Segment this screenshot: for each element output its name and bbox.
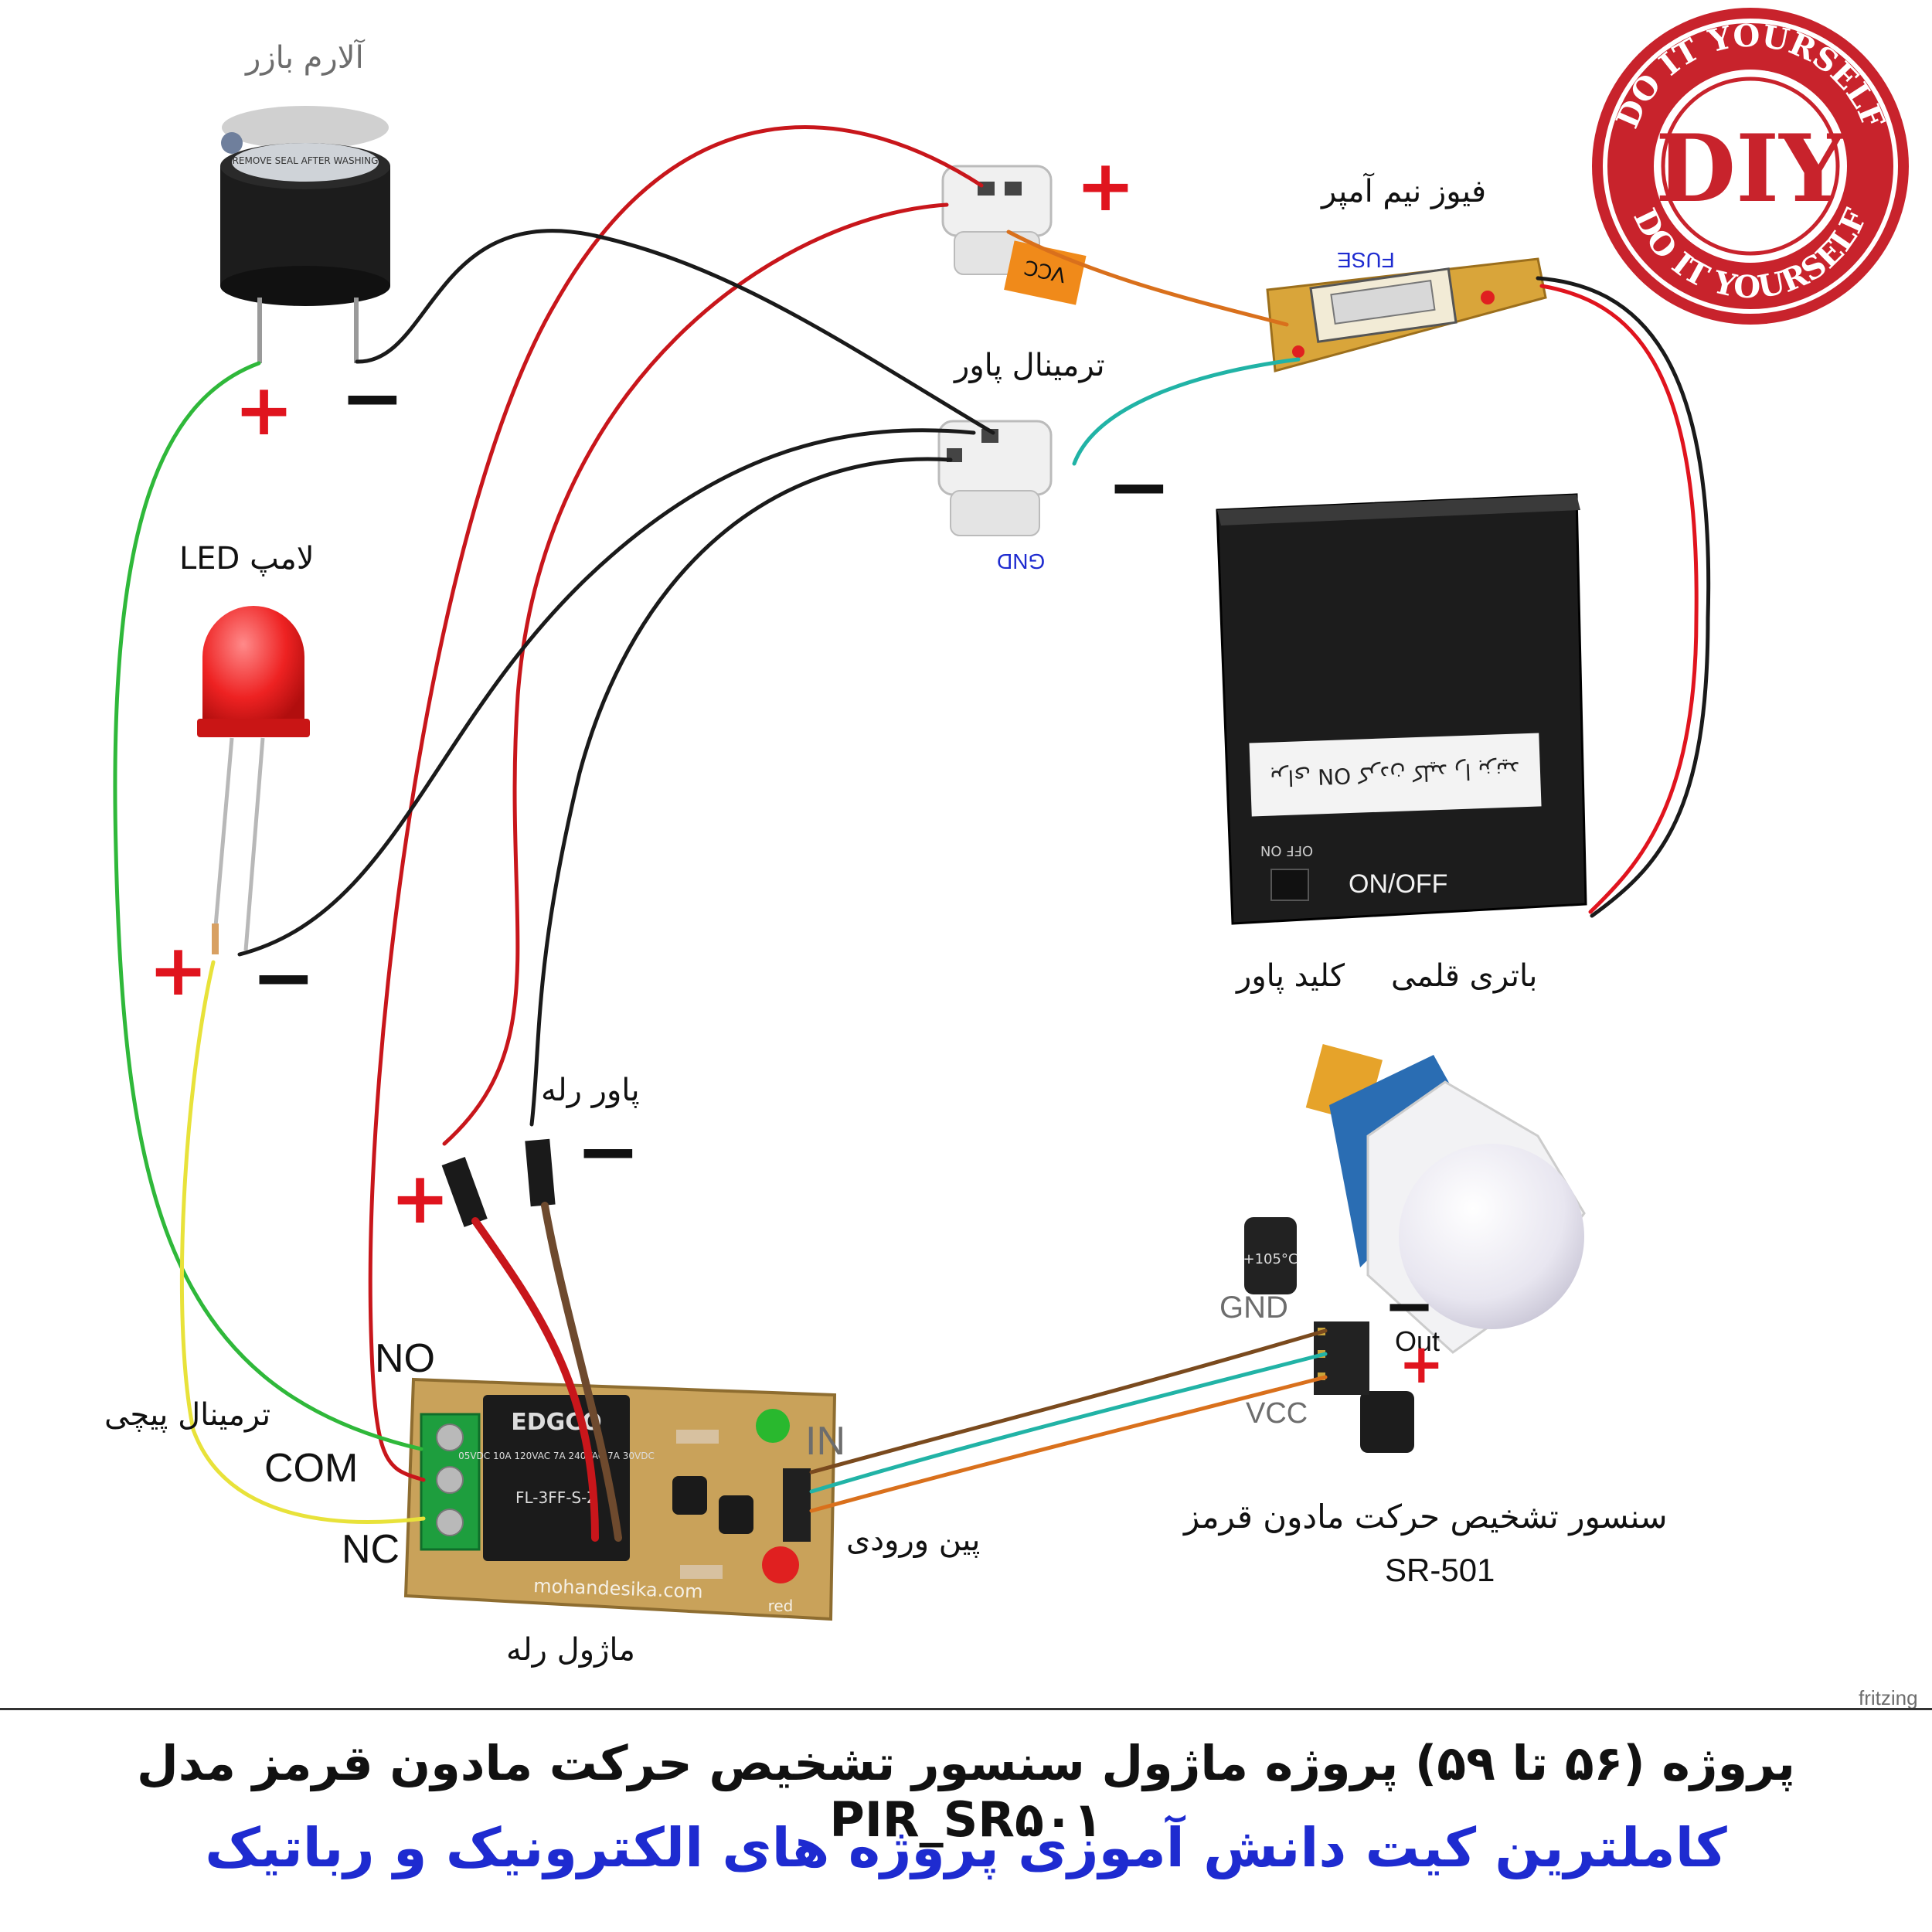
footer-title: پروژه (۵۶ تا ۵۹) پروژه ماژول سنسور تشخیص… <box>137 1735 1795 1848</box>
relay-specs-text: 05VDC 10A 120VAC 7A 240VAC 7A 30VDC <box>458 1451 655 1461</box>
relay-minus-sign: − <box>576 1106 641 1196</box>
buzzer: REMOVE SEAL AFTER WASHING <box>220 106 390 363</box>
sensor-minus-sign: − <box>1383 1270 1436 1342</box>
terminal-plus-sign: + <box>1076 145 1136 227</box>
relay-plus-sign: + <box>390 1157 451 1240</box>
red-led <box>197 606 310 954</box>
relay-nc-label: NC <box>342 1527 400 1572</box>
diy-stamp-logo: DO IT YOURSELF DO IT YOURSELF DIY <box>1592 8 1909 325</box>
led-lamp-label: لامپ LED <box>179 541 315 577</box>
relay-no-label: NO <box>375 1336 435 1381</box>
power-switch[interactable] <box>1270 869 1309 901</box>
buzzer-plus-sign: + <box>234 369 294 451</box>
wires <box>113 125 1711 1542</box>
gnd-tag: GND <box>997 549 1046 573</box>
capacitor-text: +105°C <box>1243 1251 1298 1267</box>
sensor-out-label: Out <box>1395 1325 1440 1357</box>
fuse-label: فیوز نیم آمپر <box>1321 174 1487 209</box>
pir-capacitor <box>1244 1217 1297 1294</box>
battery-label: باتری قلمی <box>1391 958 1538 994</box>
relay-brand-text: EDGCO <box>511 1409 602 1436</box>
switch-small-text: OFF ON <box>1260 842 1313 859</box>
relay-power-plugs <box>441 1138 556 1227</box>
relay-com-label: COM <box>264 1446 359 1491</box>
sensor-gnd-label: GND <box>1219 1291 1288 1325</box>
terminal-minus-sign: − <box>1107 441 1172 532</box>
pir-sensor: +105°C <box>1243 1044 1586 1453</box>
relay-part-text: FL-3FF-S-Z <box>515 1488 597 1507</box>
footer-subtitle: کاملترین کیت دانش آموزی پروژه های الکترو… <box>205 1816 1727 1879</box>
relay-module-label: ماژول رله <box>506 1632 635 1668</box>
relay-power-label: پاور رله <box>541 1073 640 1108</box>
switch-tag: ON/OFF <box>1349 869 1448 899</box>
fuse-tag: FUSE <box>1337 248 1395 272</box>
power-terminal-bottom <box>937 420 1053 536</box>
sensor-vcc-label: VCC <box>1246 1397 1308 1430</box>
power-terminal-label: ترمینال پاور <box>954 348 1105 383</box>
input-pin-label: پین ورودی <box>846 1522 981 1558</box>
sensor-plus-sign: + <box>1399 1332 1444 1396</box>
screw-terminal-label: ترمینال پیچی <box>104 1397 271 1433</box>
fritzing-watermark: fritzing <box>1859 1686 1918 1709</box>
relay-module: EDGCO 05VDC 10A 120VAC 7A 240VAC 7A 30VD… <box>403 1377 837 1621</box>
led-minus-sign: − <box>251 932 316 1022</box>
diy-center-text: DIY <box>1655 114 1846 223</box>
buzzer-sticker-text: REMOVE SEAL AFTER WASHING <box>233 155 379 166</box>
battery-box: برای ON کردن کلید را بزنید OFF ON <box>1216 493 1587 925</box>
sensor-model-label: SR-501 <box>1385 1552 1495 1588</box>
power-switch-label: کلید پاور <box>1236 958 1345 994</box>
footer-divider <box>0 1708 1932 1710</box>
relay-header-pins <box>783 1468 811 1542</box>
buzzer-label: آلارم بازر <box>246 40 364 76</box>
buzzer-seal-tab <box>222 106 389 149</box>
relay-in-label: IN <box>805 1419 845 1464</box>
fuse-holder <box>1266 257 1547 372</box>
led-resistor <box>212 923 219 954</box>
pir-dome-lens <box>1399 1144 1584 1329</box>
battery-sticker <box>1249 733 1542 817</box>
led-plus-sign: + <box>148 929 209 1012</box>
buzzer-minus-sign: − <box>340 352 405 443</box>
pir-ic <box>1360 1391 1414 1453</box>
sensor-name-label: سنسور تشخیص حرکت مادون قرمز <box>1184 1498 1668 1536</box>
board-red-text: red <box>768 1597 794 1615</box>
